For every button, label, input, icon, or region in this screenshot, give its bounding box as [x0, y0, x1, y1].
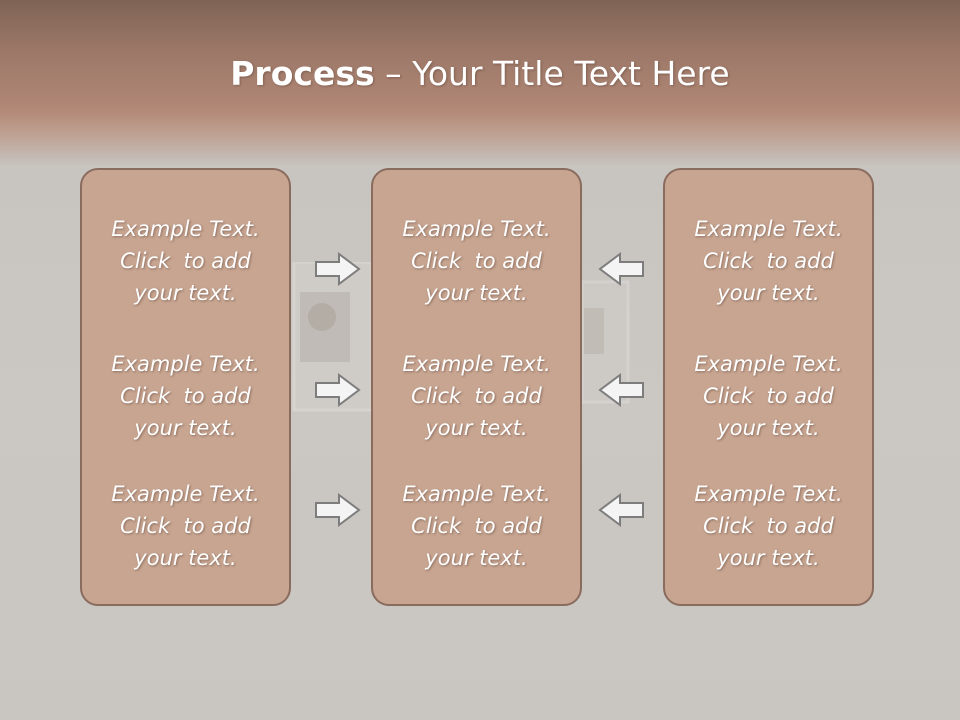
process-column-2: Example Text. Click to add your text. Ex…: [371, 168, 582, 606]
arrow-right-icon: [315, 493, 361, 527]
title-bold: Process: [230, 54, 375, 93]
process-column-3: Example Text. Click to add your text. Ex…: [663, 168, 874, 606]
column-1-text-1[interactable]: Example Text. Click to add your text.: [111, 217, 260, 305]
column-1-text-3[interactable]: Example Text. Click to add your text.: [111, 482, 260, 570]
column-3-text-3[interactable]: Example Text. Click to add your text.: [694, 482, 843, 570]
column-2-text-2[interactable]: Example Text. Click to add your text.: [402, 352, 551, 440]
column-3-text-2[interactable]: Example Text. Click to add your text.: [694, 352, 843, 440]
column-1-text-2[interactable]: Example Text. Click to add your text.: [111, 352, 260, 440]
column-2-text-3[interactable]: Example Text. Click to add your text.: [402, 482, 551, 570]
slide-title[interactable]: Process – Your Title Text Here: [0, 52, 960, 96]
process-column-1: Example Text. Click to add your text. Ex…: [80, 168, 291, 606]
background-photo: [292, 262, 630, 412]
arrow-right-icon: [315, 252, 361, 286]
arrow-left-icon: [598, 373, 644, 407]
column-2-text-1[interactable]: Example Text. Click to add your text.: [402, 217, 551, 305]
title-rest: – Your Title Text Here: [374, 54, 730, 93]
arrow-right-icon: [315, 373, 361, 407]
title-banner: [0, 0, 960, 165]
column-3-text-1[interactable]: Example Text. Click to add your text.: [694, 217, 843, 305]
arrow-left-icon: [598, 252, 644, 286]
arrow-left-icon: [598, 493, 644, 527]
